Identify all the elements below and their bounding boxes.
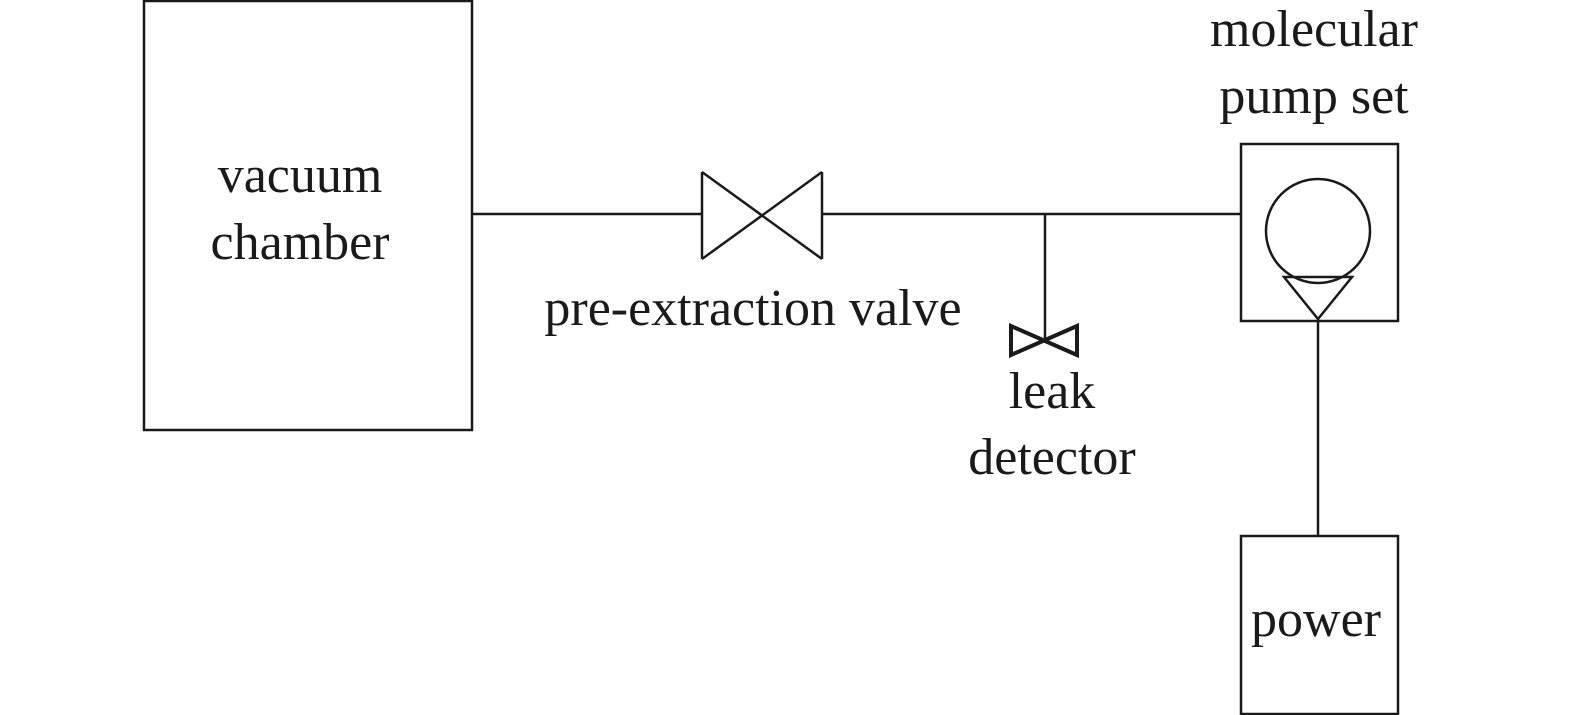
molecular-pump-set-label-line2: pump set xyxy=(1219,68,1409,125)
pre-extraction-valve: pre-extraction valve xyxy=(544,170,962,337)
vacuum-chamber-label-line2: chamber xyxy=(210,214,389,271)
molecular-pump-set-label-line1: molecular xyxy=(1210,1,1418,58)
leak-detector: leak detector xyxy=(968,214,1136,486)
vacuum-chamber: vacuum chamber xyxy=(142,0,474,432)
power-label: power xyxy=(1251,591,1381,648)
vacuum-chamber-label-line1: vacuum xyxy=(218,147,383,204)
pre-extraction-valve-label: pre-extraction valve xyxy=(544,280,961,337)
bowtie-valve-icon xyxy=(1009,322,1079,359)
power-box xyxy=(1239,534,1400,715)
leak-detector-label-line1: leak xyxy=(1009,363,1096,420)
vacuum-chamber-box xyxy=(142,0,474,432)
molecular-pump-box xyxy=(1239,142,1400,323)
power-unit: power xyxy=(1239,321,1400,715)
leak-detector-label-line2: detector xyxy=(968,429,1135,486)
circle-triangle-pump-icon xyxy=(1264,177,1372,321)
molecular-pump-set: molecular pump set xyxy=(1210,1,1418,323)
bowtie-valve-icon xyxy=(700,170,824,261)
